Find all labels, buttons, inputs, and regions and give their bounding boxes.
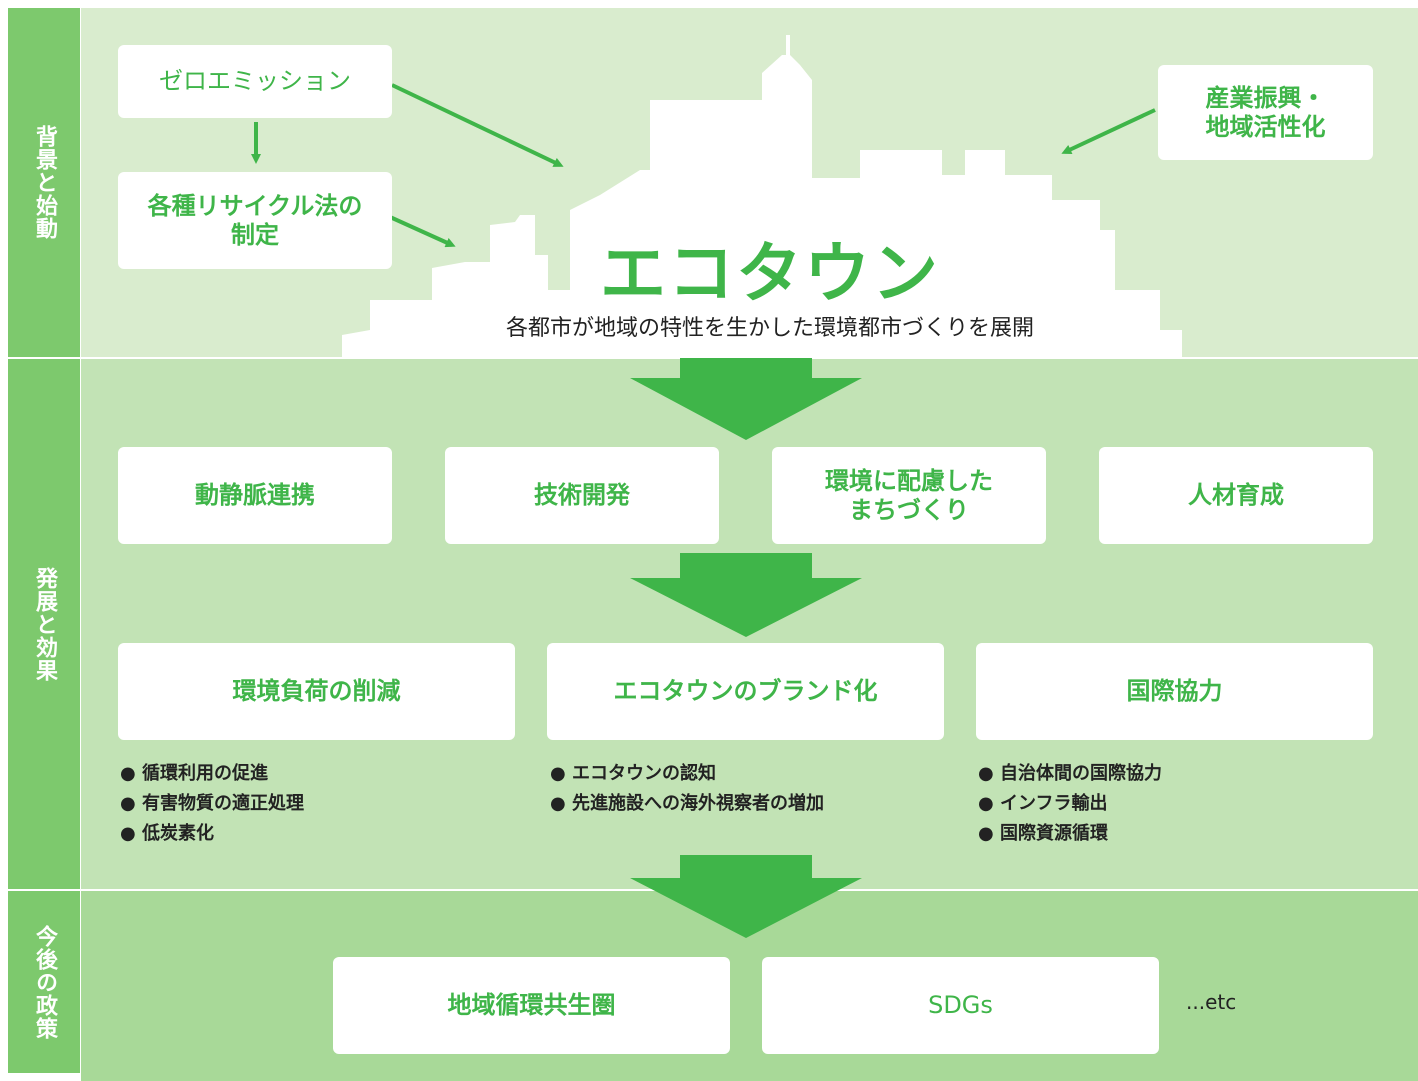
- arrow-right-icon: [391, 83, 564, 167]
- big-arrow-down-icon: [630, 553, 862, 637]
- future-box: SDGs: [762, 957, 1159, 1054]
- effect-bullet-list: 自治体間の国際協力 インフラ輸出 国際資源循環: [978, 759, 1162, 849]
- list-item: 自治体間の国際協力: [978, 759, 1162, 789]
- page-subtitle: 各都市が地域の特性を生かした環境都市づくりを展開: [505, 316, 1034, 341]
- list-item: エコタウンの認知: [550, 759, 824, 789]
- list-item: 先進施設への海外視察者の増加: [550, 789, 824, 819]
- development-box: 人材育成: [1099, 447, 1373, 544]
- big-arrow-down-icon: [630, 358, 862, 440]
- list-item: 有害物質の適正処理: [120, 789, 304, 819]
- city-skyline: [342, 35, 1182, 357]
- side-label-future: 今後の政策: [8, 891, 80, 1073]
- development-box: 動静脈連携: [118, 447, 392, 544]
- development-box: 技術開発: [445, 447, 719, 544]
- future-box: 地域循環共生圏: [333, 957, 730, 1054]
- development-box: 環境に配慮した まちづくり: [772, 447, 1046, 544]
- list-item: 循環利用の促進: [120, 759, 304, 789]
- list-item: 国際資源循環: [978, 819, 1162, 849]
- effect-box: 環境負荷の削減: [118, 643, 515, 740]
- side-label-development: 発展と効果: [8, 359, 80, 889]
- arrow-left-icon: [1061, 108, 1156, 154]
- etc-label: ...etc: [1186, 990, 1237, 1014]
- arrow-right-icon: [389, 215, 456, 248]
- list-item: インフラ輸出: [978, 789, 1162, 819]
- big-arrow-down-icon: [630, 855, 862, 938]
- effect-box: 国際協力: [976, 643, 1373, 740]
- effect-bullet-list: 循環利用の促進 有害物質の適正処理 低炭素化: [120, 759, 304, 849]
- recycle-laws-box: 各種リサイクル法の 制定: [118, 172, 392, 269]
- page-title: エコタウン: [600, 235, 940, 312]
- side-label-background: 背景と始動: [8, 8, 80, 357]
- industry-box: 産業振興・ 地域活性化: [1158, 65, 1373, 160]
- effect-box: エコタウンのブランド化: [547, 643, 944, 740]
- list-item: 低炭素化: [120, 819, 304, 849]
- effect-bullet-list: エコタウンの認知 先進施設への海外視察者の増加: [550, 759, 824, 819]
- zero-emission-box: ゼロエミッション: [118, 45, 392, 118]
